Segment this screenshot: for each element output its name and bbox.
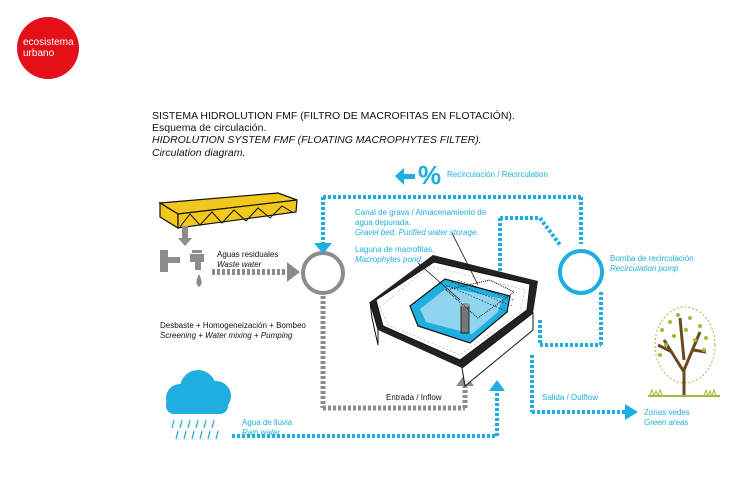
green-areas-en: Green areas <box>644 418 689 427</box>
recirculation-label: Recirculación / Recirculation <box>447 170 548 179</box>
waste-water-en: Waste water <box>217 260 262 269</box>
title-es-line-2: Esquema de circulación. <box>152 122 267 135</box>
green-areas-es: Zonas vedes <box>644 408 690 417</box>
waste-inflow-arrow <box>212 262 300 282</box>
waste-water-es: Aguas residuales <box>217 250 279 259</box>
recirculation-path <box>321 195 583 246</box>
roof-icon <box>158 192 298 230</box>
pump-loop <box>498 216 603 347</box>
logo-line-2: urbano <box>23 48 55 59</box>
ecosistema-urbano-logo: ecosistema urbano <box>17 17 79 79</box>
filter-bed <box>369 255 538 387</box>
outflow-label: Salida / Outflow <box>542 393 599 402</box>
rain-water-en: Rain water <box>242 428 281 437</box>
roof-down-arrow <box>178 226 192 246</box>
rain-drops <box>171 419 219 440</box>
pump-label-en: Recirculation pump <box>610 264 679 273</box>
lagoon-leader <box>417 262 461 301</box>
gravel-leader <box>451 232 479 286</box>
pump-circle <box>558 249 604 295</box>
logo-line-1: ecosistema <box>23 37 74 48</box>
title-en-line-2: Circulation diagram. <box>152 146 246 159</box>
gravel-label-es-1: Canal de grava / Almacenamiento de <box>355 208 487 217</box>
screening-label-es: Desbaste + Homogeneización + Bombeo <box>160 321 306 330</box>
screening-circle <box>301 251 345 295</box>
gravel-label-es-2: agua depurada. <box>355 218 412 227</box>
faucet-icon <box>160 250 204 287</box>
recirculation-arrowhead <box>314 243 332 254</box>
title-en-line-1: HIDROLUTION SYSTEM FMF (FLOATING MACROPH… <box>152 134 482 147</box>
rain-water-es: Agua de lluvia <box>242 418 293 427</box>
recirculation-arrow-icon <box>395 168 415 185</box>
percent-symbol: % <box>418 160 442 190</box>
diagram-title: SISTEMA HIDROLUTION FMF (FILTRO DE MACRO… <box>152 110 515 159</box>
cloud-icon <box>166 370 231 414</box>
title-es-line-1: SISTEMA HIDROLUTION FMF (FILTRO DE MACRO… <box>152 110 515 122</box>
tree-icon <box>648 306 720 398</box>
inflow-label: Entrada / Inflow <box>386 393 442 402</box>
outflow-path <box>530 355 638 420</box>
gravel-label-en: Gravel bed. Purified water storage. <box>355 228 479 237</box>
screening-label-en: Screening + Water mixing + Pumping <box>160 331 293 340</box>
pump-label-es: Bomba de recirculación <box>610 254 694 263</box>
lagoon-label-en: Macrophytes pond. <box>355 255 424 264</box>
rain-path <box>232 380 505 438</box>
lagoon-label-es: Laguna de macrofitas. <box>355 245 435 254</box>
